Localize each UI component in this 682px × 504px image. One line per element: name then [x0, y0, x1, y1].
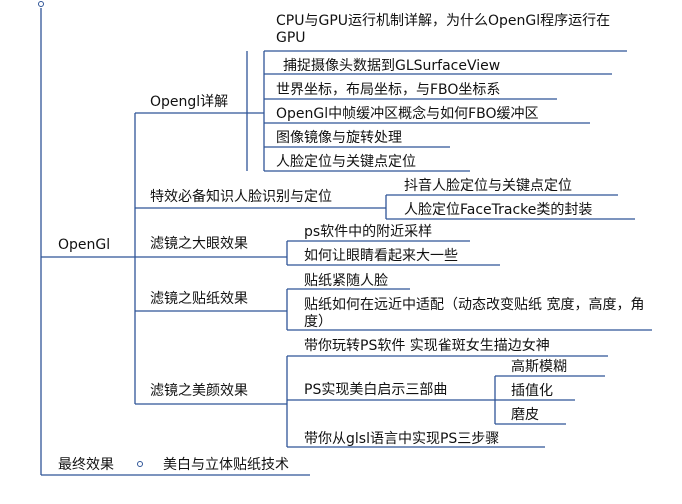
leaf-mirror-rotate: 图像镜像与旋转处理	[276, 130, 402, 146]
root-node: OpenGl	[58, 237, 111, 253]
leaf-ps-whitening: PS实现美白启示三部曲	[304, 382, 448, 398]
leaf-cpu-gpu: CPU与GPU运行机制详解，为什么OpenGl程序运行在GPU	[276, 13, 611, 46]
branch-face-recognition: 特效必备知识人脸识别与定位	[150, 189, 332, 205]
leaf-douyin-face: 抖音人脸定位与关键点定位	[404, 178, 572, 194]
leaf-sticker-follow: 贴纸紧随人脸	[304, 273, 388, 289]
leaf-bigger-eyes: 如何让眼睛看起来大一些	[304, 248, 458, 264]
leaf-capture-camera: 捕捉摄像头数据到GLSurfaceView	[283, 58, 501, 74]
leaf-facetracker: 人脸定位FaceTracke类的封装	[404, 202, 593, 218]
branch-sticker: 滤镜之贴纸效果	[150, 291, 248, 307]
leaf-face-keypoints: 人脸定位与关键点定位	[276, 154, 416, 170]
leaf-interpolation: 插值化	[511, 383, 553, 399]
branch-opengl-detail: Opengl详解	[150, 94, 229, 110]
leaf-skin-smoothing: 磨皮	[511, 407, 539, 423]
leaf-sticker-adapt: 贴纸如何在远近中适配（动态改变贴纸 宽度，高度，角度）	[304, 297, 645, 330]
leaf-gaussian-blur: 高斯模糊	[511, 359, 567, 375]
leaf-ps-sampling: ps软件中的附近采样	[304, 224, 433, 240]
branch-big-eye: 滤镜之大眼效果	[150, 236, 248, 252]
top-node-dot	[38, 1, 44, 7]
leaf-ps-freckles: 带你玩转PS软件 实现雀斑女生描边女神	[304, 338, 550, 354]
leaf-glsl-ps: 带你从glsl语言中实现PS三步骤	[304, 431, 500, 447]
leaf-fbo: OpenGl中帧缓冲区概念与如何FBO缓冲区	[276, 106, 539, 122]
leaf-coordinates: 世界坐标，布局坐标，与FBO坐标系	[276, 82, 501, 98]
final-child: 美白与立体贴纸技术	[163, 457, 289, 473]
final-node: 最终效果	[58, 457, 114, 473]
branch-beauty: 滤镜之美颜效果	[150, 383, 248, 399]
final-connector-dot	[137, 461, 143, 467]
